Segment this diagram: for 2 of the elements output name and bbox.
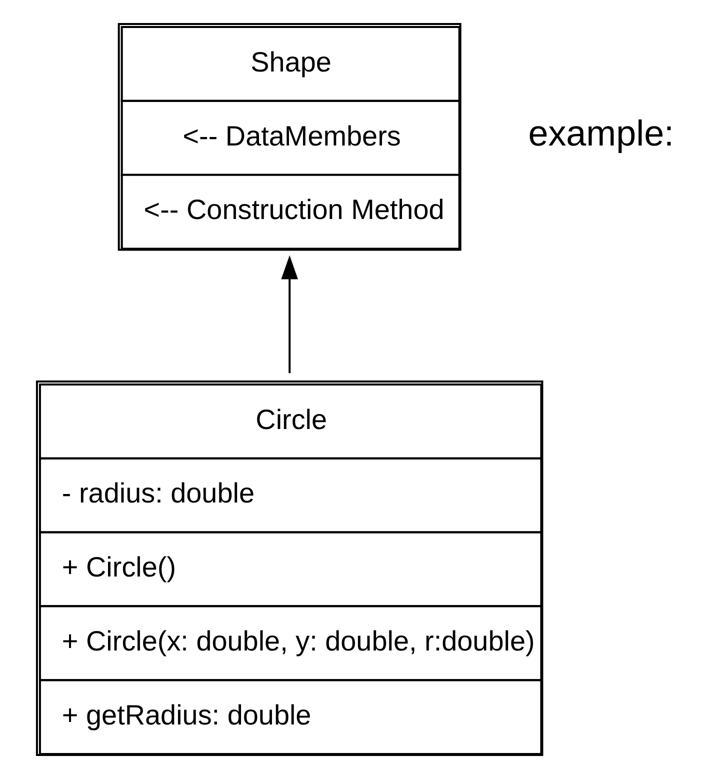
- label: example:: [528, 112, 674, 154]
- arrow: [280, 255, 298, 374]
